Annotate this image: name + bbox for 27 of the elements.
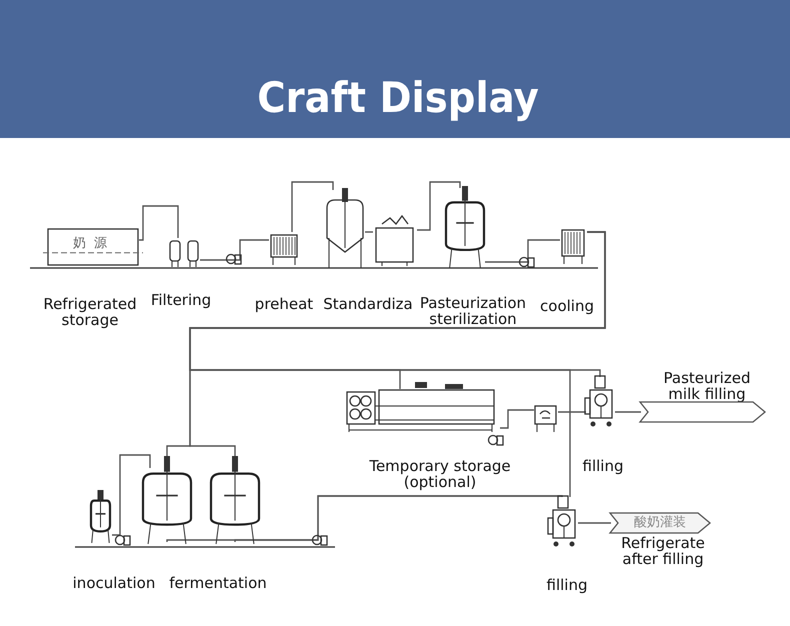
pipe-line <box>112 454 151 536</box>
pipe-line <box>365 231 373 233</box>
pipe-line <box>500 409 534 429</box>
step-caption: Standardiza <box>322 296 414 312</box>
step-caption: preheat <box>254 296 314 312</box>
stage-heading: Pasteurized milk filling <box>662 370 752 402</box>
pipe-line <box>417 181 461 231</box>
step-caption: Filtering <box>150 292 212 308</box>
step-caption: inoculation <box>72 575 156 591</box>
pipe-line <box>615 411 641 413</box>
pipe-line <box>485 239 560 263</box>
step-caption: cooling <box>539 298 595 314</box>
pipe-line <box>200 239 269 261</box>
pipe-line <box>139 205 179 241</box>
stage-heading: Refrigerate after filling <box>620 535 706 567</box>
step-caption: Refrigerated storage <box>42 296 138 328</box>
pipe-line <box>291 181 334 232</box>
pipe-line <box>234 495 563 542</box>
step-caption: fermentation <box>168 575 268 591</box>
chevron-arrow: 酸奶灌装 <box>610 513 710 533</box>
pipe-line <box>558 411 586 413</box>
step-caption: Pasteurization sterilization <box>418 295 528 327</box>
step-caption: Temporary storage (optional) <box>368 458 512 490</box>
pipe-line <box>578 522 611 524</box>
step-caption: filling <box>582 458 624 474</box>
step-caption: filling <box>546 577 588 593</box>
title: Craft Display <box>256 72 540 124</box>
